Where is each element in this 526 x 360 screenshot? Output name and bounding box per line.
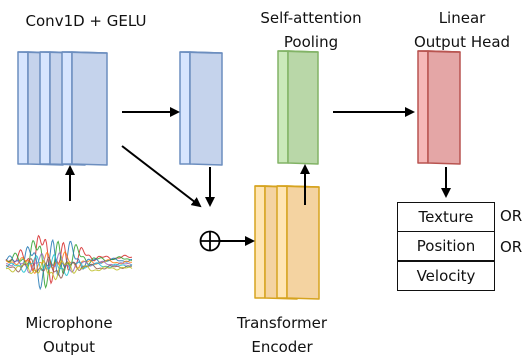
waveform-channel: [5, 251, 133, 274]
or-label-2: OR: [500, 238, 523, 256]
conv-label: Conv1D + GELU: [25, 12, 147, 30]
encoder-block-side: [286, 185, 320, 300]
waveform-channel: [5, 254, 133, 277]
conv-feature-block-side: [189, 51, 223, 166]
attention-label-line1: Self-attention: [260, 9, 362, 27]
encoder-block-front: [276, 185, 288, 299]
microphone-label-line2: Output: [42, 338, 96, 356]
linear-head-block-side: [427, 50, 461, 165]
attention-pooling-block-side: [287, 50, 319, 165]
conv1d-block-side: [71, 51, 108, 166]
encoder-block-front: [254, 185, 266, 299]
conv-feature-block: [179, 51, 223, 166]
attention-label-line2: Pooling: [283, 33, 339, 51]
encoder-label-line2: Encoder: [251, 338, 313, 356]
waveform-channel: [5, 238, 133, 291]
arrow-conv-to-sum-skip: [121, 145, 202, 208]
conv1d-block-top: [61, 51, 108, 54]
attention-pooling-block-top: [277, 50, 319, 53]
output-option-texture: Texture: [397, 202, 495, 232]
conv1d-block-front: [39, 51, 51, 165]
encoder-block: [276, 185, 320, 300]
output-option-position: Position: [397, 232, 495, 261]
microphone-label-line1: Microphone: [25, 314, 113, 332]
encoder-label-line1: Transformer: [236, 314, 328, 332]
conv1d-block-stack: [17, 51, 108, 166]
attention-pooling-block-front: [277, 50, 289, 164]
sum-node: [199, 230, 221, 252]
transformer-encoder-stack: [254, 185, 320, 300]
or-label-1: OR: [500, 207, 523, 225]
waveform-channel: [5, 252, 133, 274]
encoder-block-top: [276, 185, 320, 188]
conv1d-block-front: [17, 51, 29, 165]
conv1d-block: [61, 51, 108, 166]
conv-feature-block-top: [179, 51, 223, 54]
waveform-channel: [5, 260, 133, 281]
attention-pooling-block: [277, 50, 319, 165]
head-label-line2: Output Head: [413, 33, 511, 51]
arrows: [65, 107, 451, 246]
conv-feature-block-front: [179, 51, 191, 165]
microphone-waveform: [5, 234, 133, 291]
conv1d-block-front: [61, 51, 73, 165]
linear-head-block-front: [417, 50, 429, 164]
linear-head-block: [417, 50, 461, 165]
head-label-line1: Linear: [438, 9, 486, 27]
linear-head-block-top: [417, 50, 461, 53]
output-option-velocity: Velocity: [397, 261, 495, 291]
